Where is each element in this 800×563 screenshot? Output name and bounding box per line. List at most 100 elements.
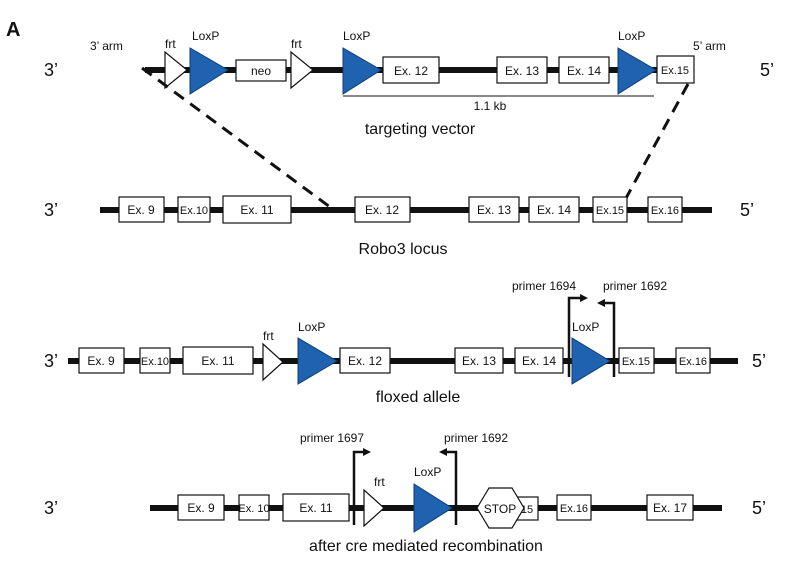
panel-label: A [6,19,20,41]
locus-exon-9-label: Ex. 9 [127,203,155,217]
floxed-primer-1692-arrowhead [597,299,605,307]
recomb-loxp [413,483,453,533]
floxed-exon-16-label: Ex.16 [679,356,707,368]
recomb-stop-label: STOP [484,502,516,516]
recomb-exon-11 [282,493,350,522]
tv-caption: targeting vector [365,121,476,138]
locus-exon-10 [177,196,211,223]
recomb-exon-11-label: Ex. 11 [299,501,332,515]
locus-exon-16-label: Ex.16 [651,205,679,217]
recomb-primer-1697-arrow [352,450,364,525]
locus-caption: Robo3 locus [359,241,448,258]
floxed-primer-1692-arrow [604,301,616,377]
tv-loxp-3-label: LoxP [618,29,645,43]
locus-exon-11-label: Ex. 11 [240,203,273,217]
tv-right-arm-label: 5’ arm [693,39,726,53]
recomb-exon-10 [238,494,270,521]
floxed-primer-1692-label: primer 1692 [603,279,667,293]
recomb-exon-9-label: Ex. 9 [187,501,215,515]
tv-loxp-1 [189,47,229,95]
tv-neo-box [235,59,287,82]
floxed-exon-13 [454,347,504,374]
floxed-left-end: 3’ [44,351,58,371]
floxed-exon-10 [139,347,171,374]
floxed-loxp-2-label: LoxP [572,320,599,334]
locus-row: 3’ 5’ Ex. 9 Ex.10 Ex. 11 Ex. 12 Ex. 13 E… [44,195,754,258]
recomb-exon-16 [556,494,592,521]
tv-right-end: 5’ [760,60,774,80]
tv-exon-15-label: Ex.15 [661,65,689,77]
locus-exon-10-label: Ex.10 [180,205,208,217]
locus-exon-9 [118,196,165,223]
recomb-exon-16-label: Ex.16 [560,503,588,515]
recomb-exon-10-label: Ex. 10 [238,503,269,515]
tv-neo-label: neo [251,64,271,78]
floxed-exon-9 [78,347,125,374]
tv-loxp-3 [617,47,657,95]
recomb-primer-1692-arrow [446,450,458,525]
tv-scale-label: 1.1 kb [474,99,507,113]
tv-loxp-2 [342,47,382,95]
floxed-exon-11-label: Ex. 11 [201,354,234,368]
tv-loxp-2-label: LoxP [343,29,370,43]
recomb-frt [363,488,385,528]
tv-exon-13-label: Ex. 13 [505,64,539,78]
floxed-primer-1694-arrowhead [580,294,588,302]
tv-frt-2-label: frt [291,37,302,51]
locus-exon-14-label: Ex. 14 [537,203,571,217]
tv-frt-2 [290,50,314,90]
targeting-vector-row: 3’ 5’ 3’ arm 5’ arm frt LoxP neo frt Lox… [44,29,774,138]
locus-exon-16 [647,196,683,223]
tv-exon-12-label: Ex. 12 [394,64,428,78]
locus-exon-13-label: Ex. 13 [477,203,511,217]
floxed-allele-row: 3’ 5’ Ex. 9 Ex.10 Ex. 11 frt LoxP Ex. 12… [44,279,766,406]
recomb-primer-1697-label: primer 1697 [300,431,364,445]
floxed-primer-1694-arrow [567,296,581,377]
recomb-left-end: 3’ [44,498,58,518]
recomb-exon-17-label: Ex. 17 [653,501,687,515]
floxed-exon-10-label: Ex.10 [141,356,169,368]
locus-exon-15 [592,196,628,223]
recomb-exon-17 [646,494,694,521]
locus-right-end: 5’ [740,200,754,220]
floxed-exon-11 [182,346,254,375]
locus-exon-12 [354,196,411,223]
floxed-exon-15-label: Ex.15 [622,356,650,368]
recomb-loxp-label: LoxP [414,465,441,479]
tv-exon-14-label: Ex. 14 [567,64,601,78]
tv-left-arm-label: 3’ arm [90,39,123,53]
floxed-frt [262,342,284,382]
recombined-row: 3’ 5’ Ex. 9 Ex. 10 Ex. 11 primer 1697 fr… [44,431,766,555]
floxed-loxp-2 [571,337,611,385]
tv-frt-1-label: frt [165,37,176,51]
recomb-primer-1697-arrowhead [363,448,371,456]
floxed-caption: floxed allele [376,389,461,406]
floxed-primer-1694-label: primer 1694 [512,279,576,293]
tv-frt-1 [164,50,188,90]
floxed-exon-14-label: Ex. 14 [522,354,556,368]
recomb-caption: after cre mediated recombination [309,538,543,555]
tv-loxp-1-label: LoxP [192,29,219,43]
floxed-frt-label: frt [263,329,274,343]
floxed-loxp-1 [297,337,338,385]
locus-exon-11 [222,195,292,224]
locus-left-end: 3’ [44,200,58,220]
floxed-exon-14 [514,347,564,374]
floxed-loxp-1-label: LoxP [298,320,325,334]
floxed-exon-9-label: Ex. 9 [87,354,115,368]
recomb-stop-hexagon [476,487,525,529]
tv-exon-15 [656,55,695,84]
tv-left-end: 3’ [44,60,58,80]
floxed-exon-16 [675,347,711,374]
locus-exon-12-label: Ex. 12 [365,203,399,217]
tv-exon-12 [382,56,440,84]
locus-exon-14 [528,196,580,223]
recomb-primer-1692-label: primer 1692 [444,431,508,445]
recomb-primer-1692-arrowhead [439,448,447,456]
floxed-exon-12 [339,347,391,374]
homology-line-right [623,83,690,201]
tv-exon-13 [496,56,548,84]
floxed-exon-15 [618,347,655,374]
locus-exon-13 [468,196,520,223]
